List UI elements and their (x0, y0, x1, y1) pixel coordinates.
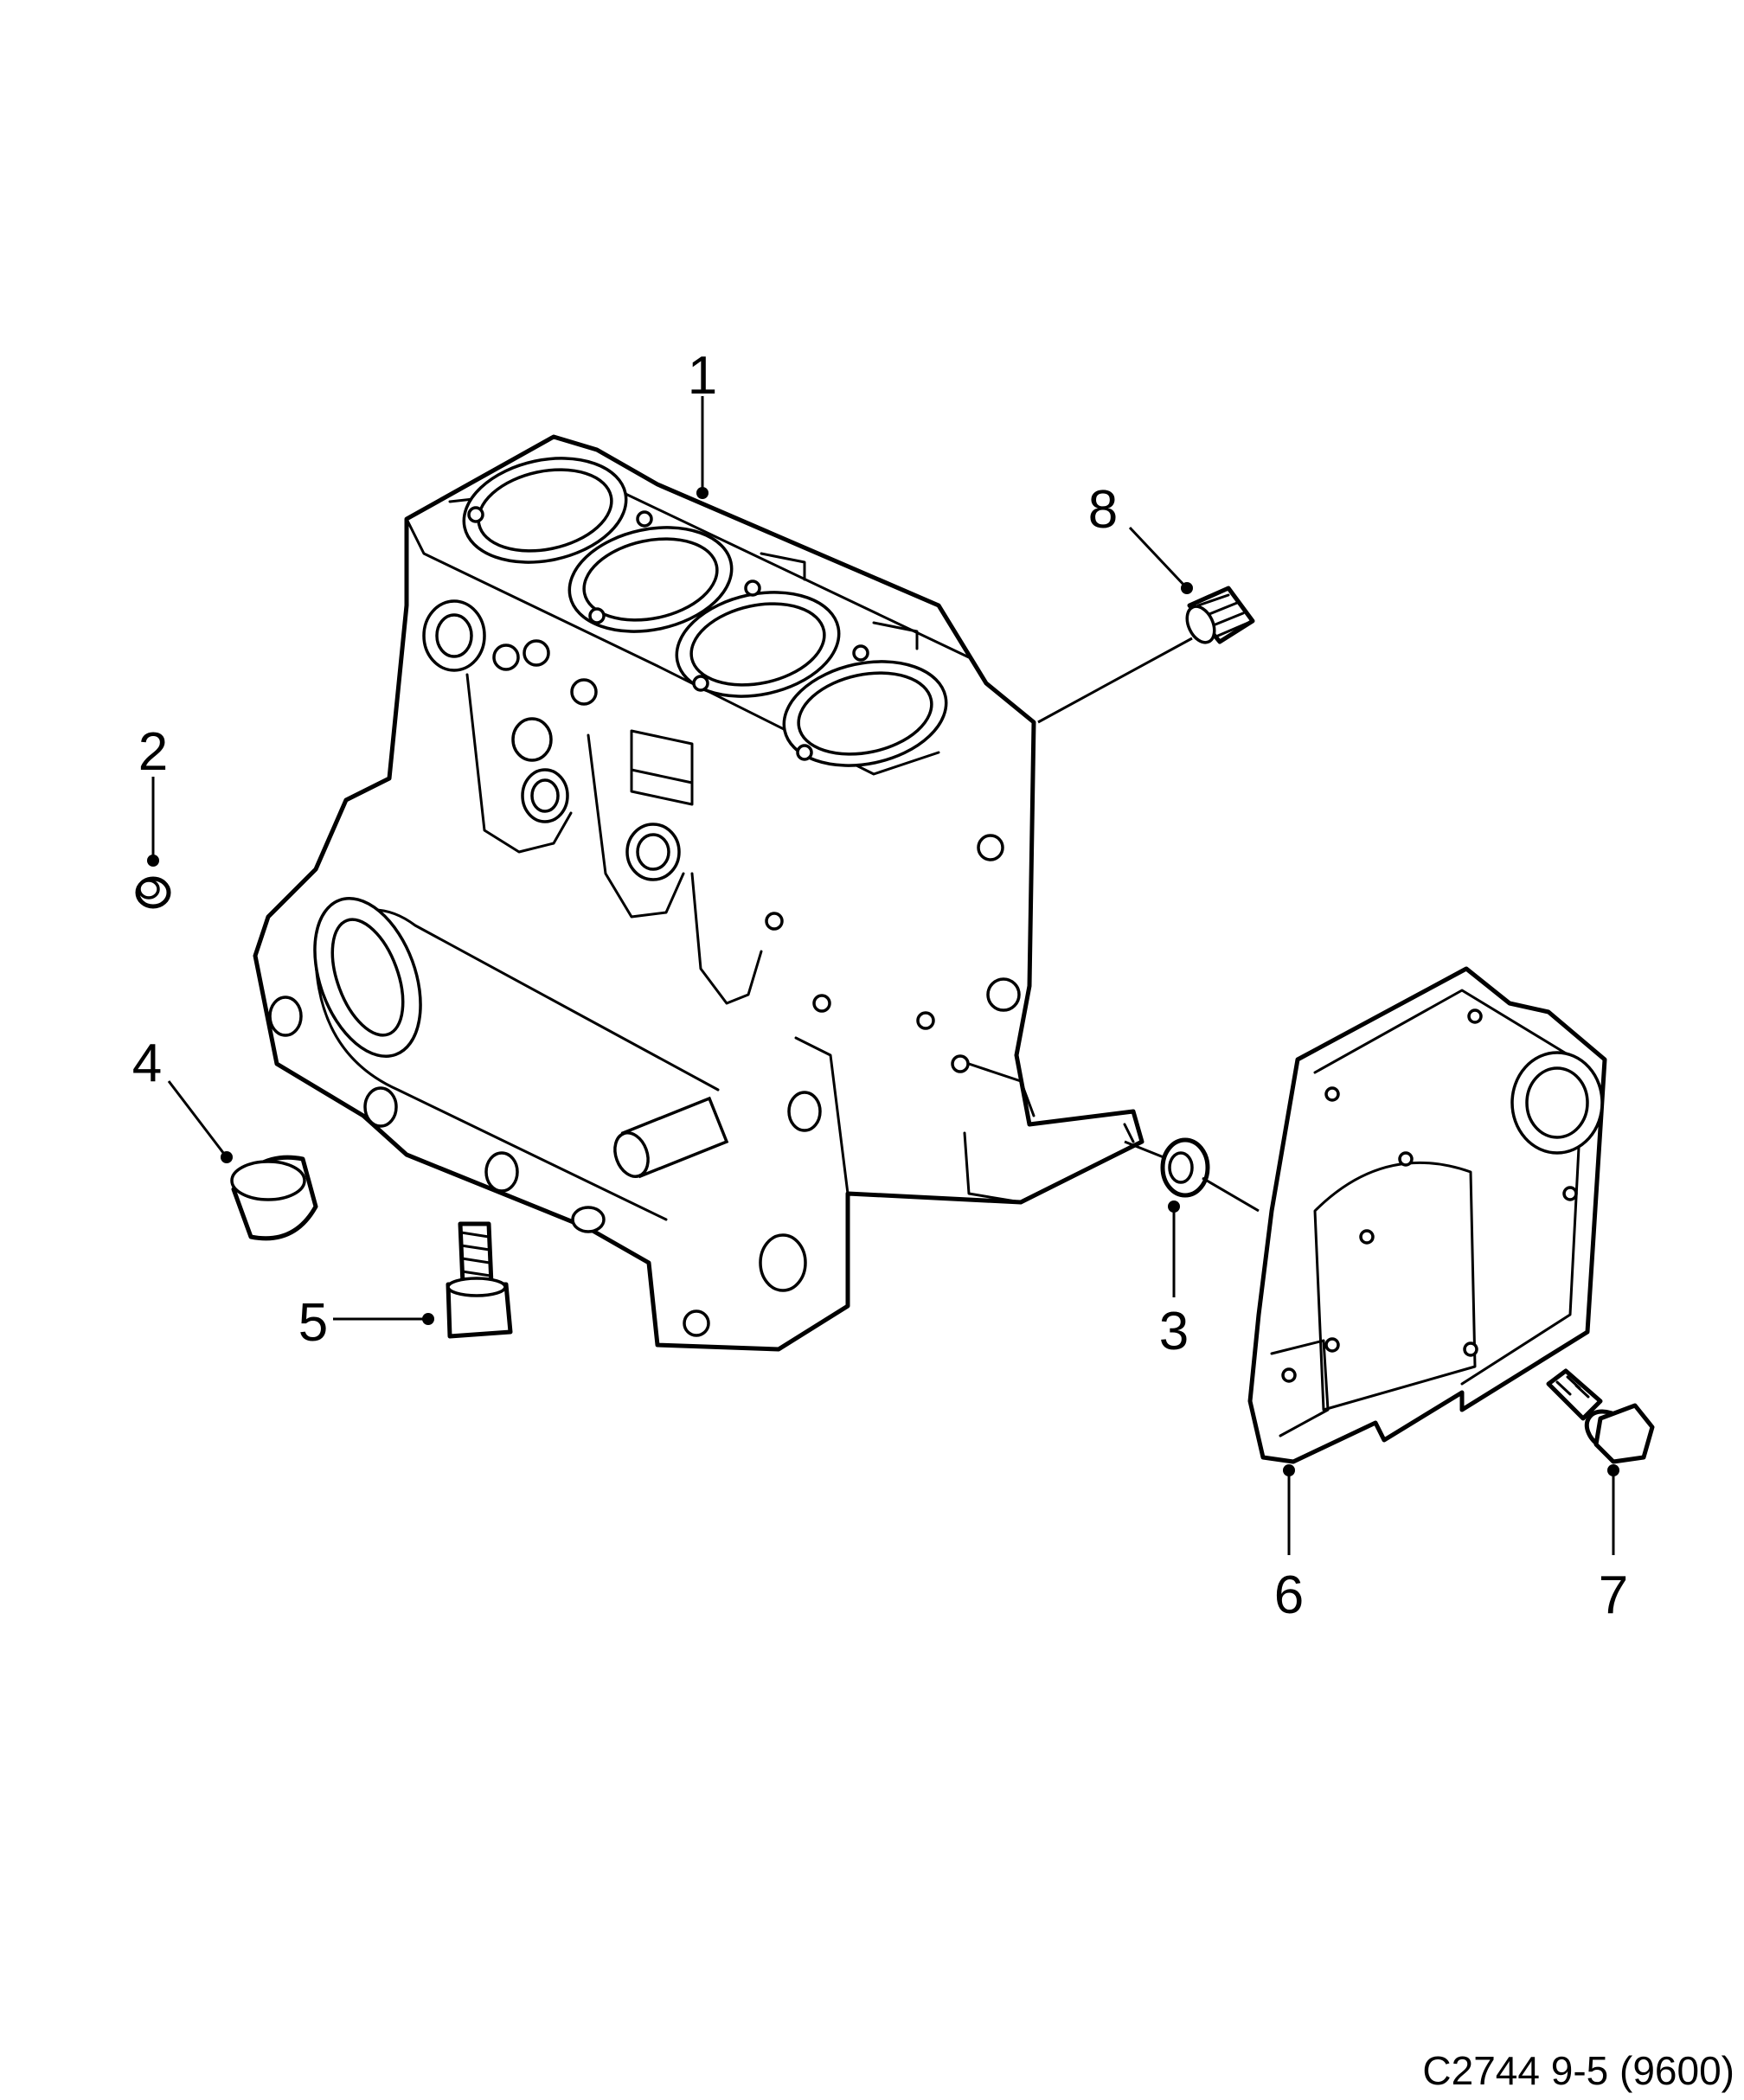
leader-dot-8 (1181, 582, 1193, 594)
callout-1: 1 (688, 346, 717, 406)
reference-code: C2744 9-5 (9600) (1422, 2048, 1734, 2093)
leader-8 (1128, 526, 1189, 590)
leader-dot-2 (147, 855, 159, 867)
leader-dot-5 (422, 1313, 434, 1325)
part-2-plug (135, 876, 171, 909)
part-6-cover-plate (1247, 966, 1607, 1464)
leader-lines (147, 396, 1619, 1555)
callout-5: 5 (298, 1293, 328, 1353)
assembly-line-8 (1037, 637, 1193, 724)
engine-block (253, 434, 1144, 1352)
leader-dot-1 (696, 487, 708, 499)
callout-6: 6 (1274, 1565, 1304, 1625)
part-4-seal (230, 1155, 318, 1241)
leader-4 (167, 1080, 228, 1158)
callout-8: 8 (1088, 480, 1118, 540)
leader-dot-6 (1283, 1464, 1295, 1476)
leader-dot-4 (221, 1151, 233, 1163)
part-5-bolt (446, 1221, 513, 1339)
callout-3: 3 (1159, 1302, 1189, 1361)
callout-numbers: 1 2 3 4 5 6 7 8 (132, 346, 1628, 1625)
part-8-threaded-plug (1185, 586, 1255, 644)
assembly-line-3 (1124, 1140, 1164, 1159)
callout-2: 2 (138, 722, 168, 782)
part-7-flange-bolt (1546, 1368, 1655, 1464)
leader-dot-3 (1168, 1200, 1180, 1213)
callout-7: 7 (1599, 1565, 1628, 1625)
part-3-bush (1160, 1137, 1210, 1198)
callout-4: 4 (132, 1034, 162, 1093)
assembly-line-3b (1202, 1176, 1260, 1213)
leader-dot-7 (1607, 1464, 1619, 1476)
